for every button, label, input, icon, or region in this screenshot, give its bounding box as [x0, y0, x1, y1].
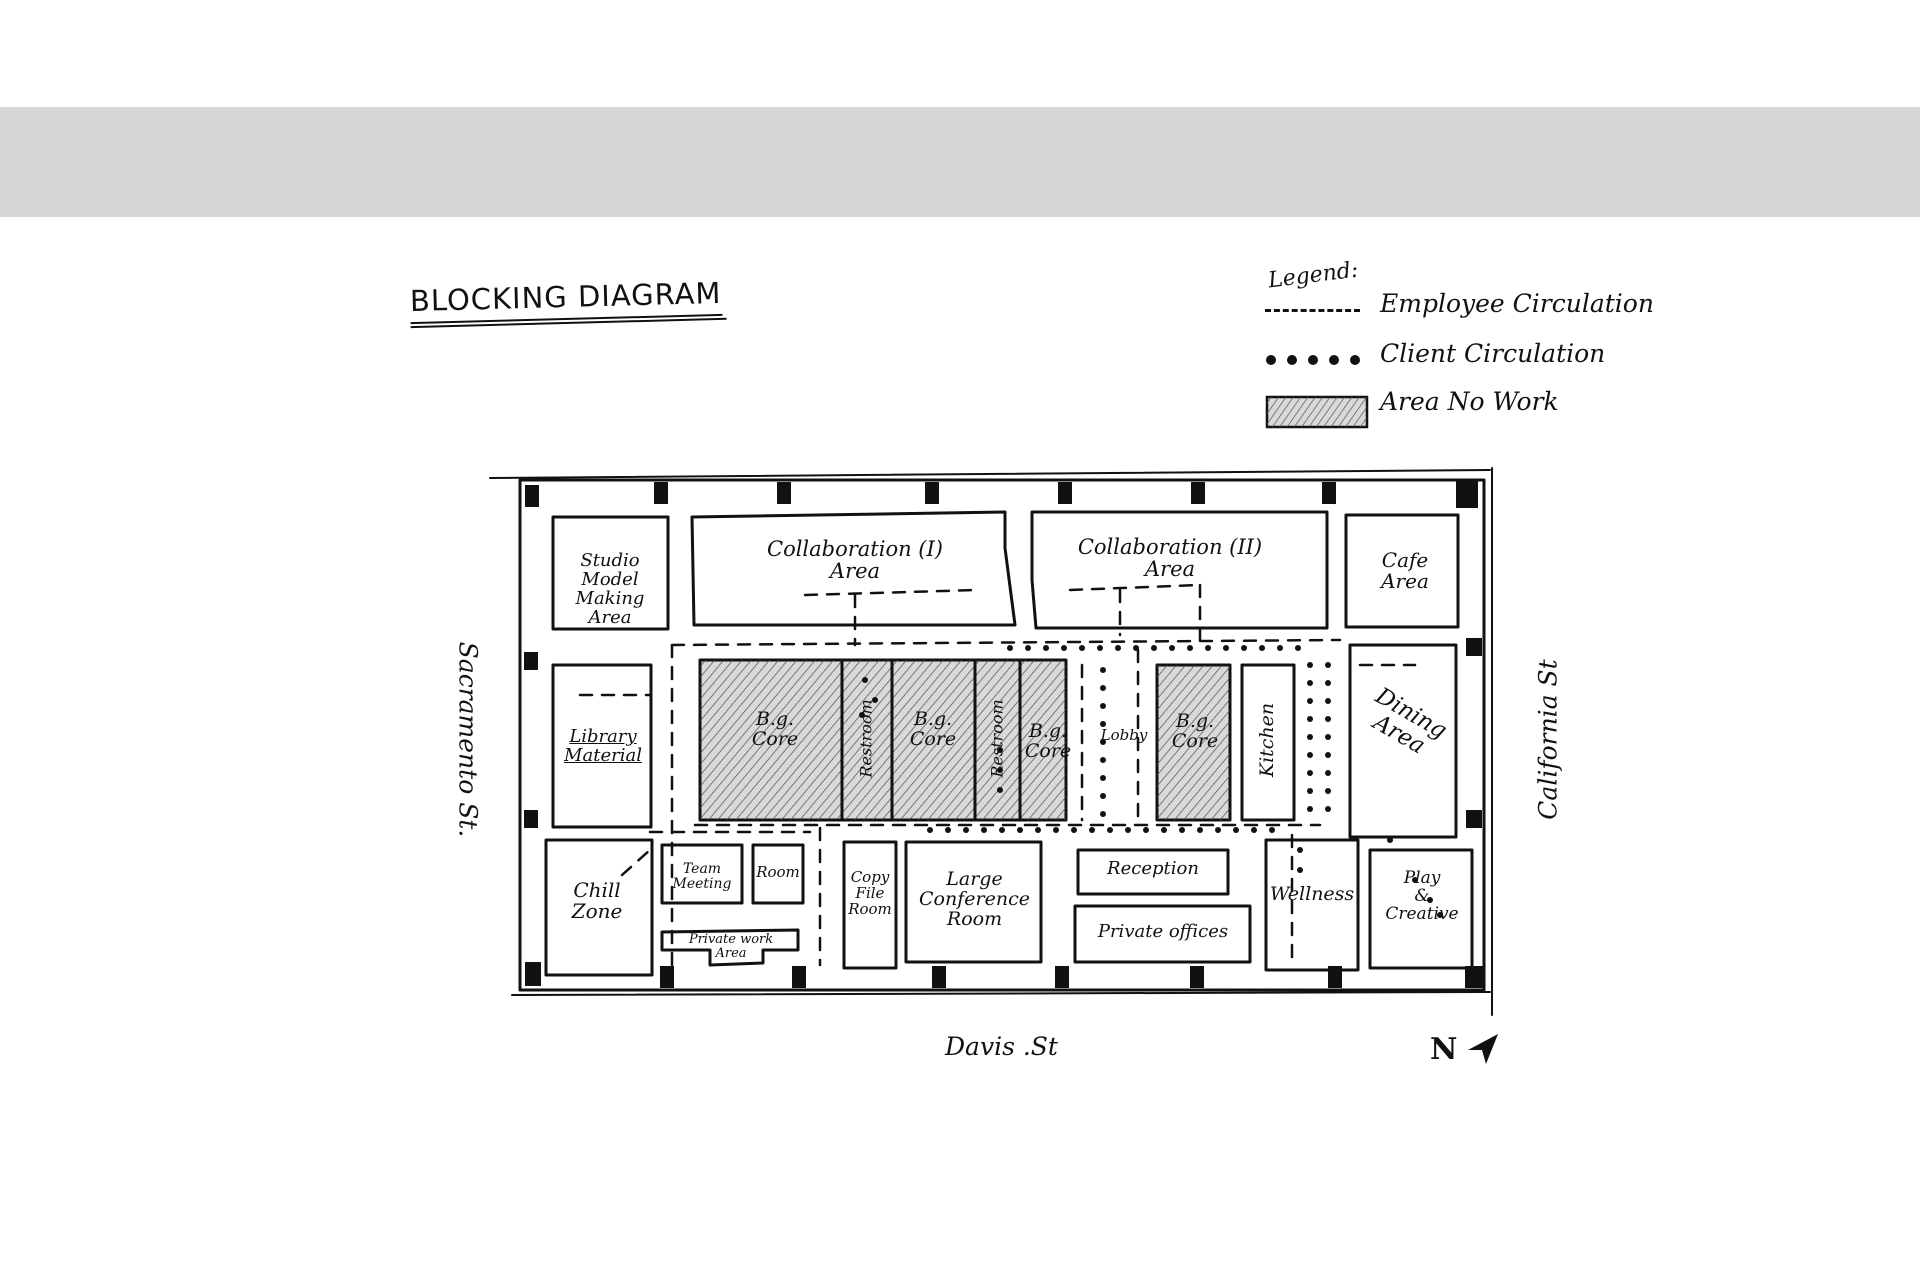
room-large-conference: Large Conference Room: [919, 868, 1030, 930]
legend-label: Area No Work: [1380, 387, 1559, 416]
legend-item-employee-circulation: Employee Circulation: [1265, 285, 1654, 325]
room-core-4: B.g. Core: [1171, 710, 1219, 752]
room-lobby: Lobby: [1100, 726, 1148, 744]
north-arrow-icon: [1468, 1034, 1498, 1064]
room-chill-zone: Chill Zone: [571, 878, 623, 923]
floor-plan: Studio Model Making Area Collaboration (…: [480, 460, 1510, 1020]
room-studio: Studio Model Making Area: [575, 550, 645, 628]
header-band: [0, 107, 1920, 217]
room-private-work-area: Private work Area: [688, 932, 774, 961]
room-kitchen: Kitchen: [1256, 702, 1279, 778]
room-core-3: B.g. Core: [1024, 720, 1072, 762]
street-south: Davis .St: [945, 1032, 1058, 1061]
room-team-meeting: Team Meeting: [672, 861, 732, 892]
room-wellness: Wellness: [1269, 883, 1355, 905]
legend: Legend: Employee Circulation Client Circ…: [1265, 255, 1654, 429]
room-library: Library Material: [564, 726, 642, 766]
floor-plan-drawing: [489, 467, 1493, 1016]
room-collaboration-1: Collaboration (I) Area: [767, 537, 943, 584]
legend-item-area-no-work: Area No Work: [1265, 383, 1645, 429]
legend-item-client-circulation: Client Circulation: [1265, 335, 1645, 375]
legend-label: Client Circulation: [1380, 339, 1606, 368]
room-core-1: B.g. Core: [751, 708, 799, 750]
street-east: California St: [1533, 659, 1563, 820]
room-reception: Reception: [1107, 858, 1199, 879]
street-west: Sacramento St.: [453, 641, 483, 838]
diagram-title: BLOCKING DIAGRAM: [409, 275, 723, 325]
room-private-offices: Private offices: [1097, 921, 1229, 942]
hatched-box-icon: [1265, 395, 1370, 429]
north-label: N: [1430, 1032, 1458, 1067]
room-copy-file: Copy File Room: [848, 868, 892, 918]
room-restroom-2: Restroom: [987, 699, 1007, 778]
legend-label: Employee Circulation: [1380, 289, 1654, 318]
room-cafe: Cafe Area: [1381, 548, 1429, 593]
north-arrow: N: [1428, 1028, 1508, 1078]
room-restroom-1: Restroom: [856, 699, 876, 778]
room-collaboration-2: Collaboration (II) Area: [1077, 535, 1263, 582]
dashed-line-icon: [1265, 309, 1360, 312]
room-room: Room: [756, 863, 800, 881]
room-play-creative: Play & Creative: [1385, 868, 1459, 924]
room-core-2: B.g. Core: [909, 708, 957, 750]
dotted-line-icon: [1265, 347, 1370, 373]
